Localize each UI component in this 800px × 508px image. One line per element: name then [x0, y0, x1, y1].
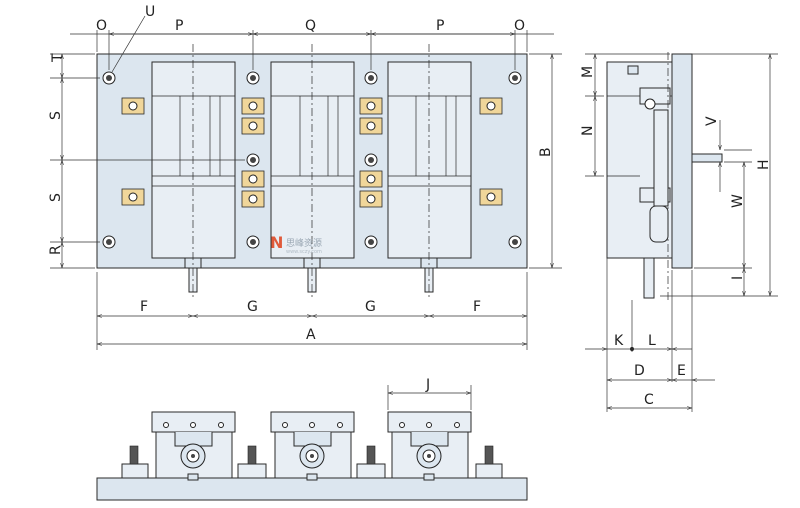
clamps: [121, 97, 503, 208]
label-m: M: [580, 66, 596, 78]
label-n: N: [580, 126, 596, 136]
watermark: N 思峰资源 www.sczy.com: [270, 233, 322, 255]
bottom-module-center: [270, 411, 355, 481]
top-dimensions: O U P Q P O: [70, 4, 554, 73]
label-o-right: O: [514, 18, 525, 34]
label-i: I: [730, 276, 746, 280]
bottom-base: [96, 477, 528, 501]
label-v: V: [704, 116, 720, 126]
vise-module-left: [151, 61, 236, 293]
label-p-right: P: [436, 18, 444, 34]
label-g-left: G: [247, 299, 258, 315]
vise-module-right: [387, 61, 472, 293]
bottom-module-left: [151, 411, 236, 481]
label-p-left: P: [175, 18, 183, 34]
label-j: J: [425, 377, 430, 393]
right-dimension-b: B: [529, 53, 562, 269]
label-s-bottom: S: [48, 193, 64, 202]
mounting-holes: [102, 71, 522, 249]
bottom-module-right: [387, 411, 472, 481]
vise-module-center: [270, 61, 355, 293]
label-l: L: [648, 333, 656, 349]
label-s-top: S: [48, 111, 64, 120]
label-w: W: [730, 194, 746, 208]
label-g-right: G: [365, 299, 376, 315]
label-k: K: [614, 333, 624, 349]
label-e: E: [677, 363, 686, 379]
label-o-left: O: [96, 18, 107, 34]
watermark-text: 思峰资源: [286, 238, 322, 249]
side-base: [671, 53, 693, 269]
watermark-url: www.sczy.com: [286, 249, 322, 255]
watermark-logo: N: [270, 233, 283, 252]
front-view: O U P Q P O T S S R B: [48, 4, 562, 350]
label-r: R: [48, 245, 64, 255]
label-u: U: [145, 4, 155, 20]
side-view: M N H V W I K L D E C: [580, 52, 778, 412]
bottom-dimensions: F G G F A: [96, 272, 528, 350]
label-a: A: [306, 327, 316, 343]
label-d: D: [634, 363, 645, 379]
label-f-right: F: [473, 299, 481, 315]
label-b: B: [538, 147, 554, 157]
label-f-left: F: [140, 299, 148, 315]
bottom-clamps: [121, 445, 503, 479]
label-h: H: [756, 159, 772, 170]
left-dimensions: T S S R: [48, 53, 245, 269]
label-t: T: [50, 53, 66, 63]
label-q: Q: [305, 18, 316, 34]
bottom-view: J: [96, 377, 528, 501]
label-c: C: [644, 392, 654, 408]
